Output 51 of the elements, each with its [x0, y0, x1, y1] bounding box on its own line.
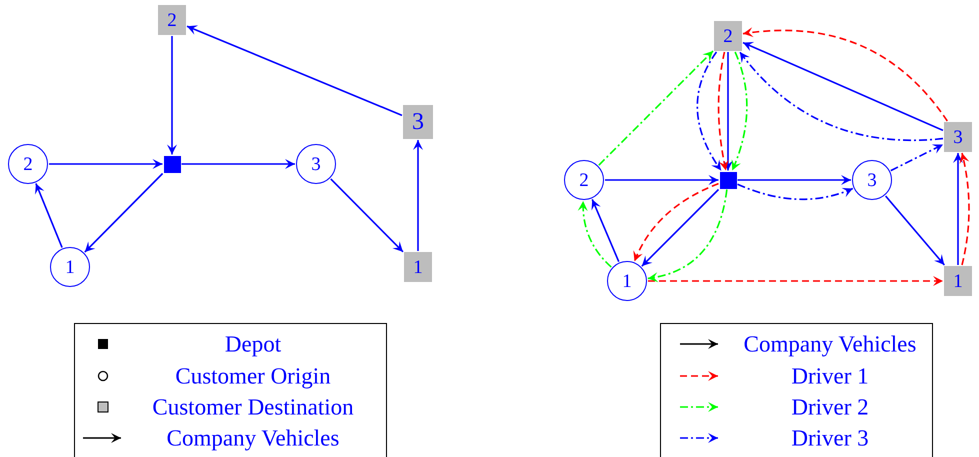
destination-box: 2: [158, 5, 186, 35]
arrow: [953, 153, 963, 265]
arrow: [413, 140, 423, 251]
legend-label: Company Vehicles: [166, 426, 340, 450]
arrow: [723, 52, 733, 170]
destination-box: 2: [714, 21, 742, 51]
arrow: [731, 52, 748, 171]
depot-square: [720, 172, 736, 188]
arrow: [648, 276, 943, 286]
arrow: [598, 50, 714, 166]
arrow: [738, 175, 851, 185]
legend-label: Company Vehicles: [744, 332, 916, 356]
arrow: [35, 183, 63, 248]
arrow: [578, 200, 612, 268]
arrow: [739, 52, 944, 141]
destination-box: 1: [944, 266, 972, 296]
legend-label: Driver 2: [791, 396, 869, 418]
legend-label: Driver 3: [791, 426, 869, 450]
arrow: [890, 144, 944, 172]
arrow: [641, 188, 720, 267]
arrow: [737, 183, 854, 200]
arrow: [330, 178, 404, 252]
arrow: [84, 172, 164, 253]
depot-square: [164, 156, 180, 172]
arrow: [167, 36, 177, 154]
origin-circle: 1: [50, 247, 90, 287]
arrow: [634, 182, 719, 262]
destination-box: 1: [404, 252, 432, 282]
arrow: [49, 159, 162, 169]
arrow: [696, 52, 722, 171]
arrow: [742, 28, 948, 122]
destination-box: 3: [944, 122, 972, 152]
legend-label: Driver 1: [791, 364, 869, 388]
arrow: [718, 52, 729, 171]
origin-circle: 3: [852, 160, 892, 200]
arrow: [959, 152, 970, 266]
legend-label: Customer Destination: [152, 396, 354, 418]
origin-circle: 1: [607, 261, 647, 301]
arrow: [605, 175, 718, 185]
destination-box: 3: [403, 105, 433, 139]
legend-label: Customer Origin: [175, 364, 331, 388]
arrow: [591, 199, 620, 262]
arrow: [885, 195, 945, 266]
arrow: [182, 159, 295, 169]
arrow: [648, 189, 728, 282]
origin-circle: 3: [296, 144, 336, 184]
origin-circle: 2: [8, 144, 48, 184]
origin-circle: 2: [564, 160, 604, 200]
arrow: [186, 25, 402, 116]
arrow: [742, 42, 944, 132]
legend-label: Depot: [224, 332, 282, 356]
